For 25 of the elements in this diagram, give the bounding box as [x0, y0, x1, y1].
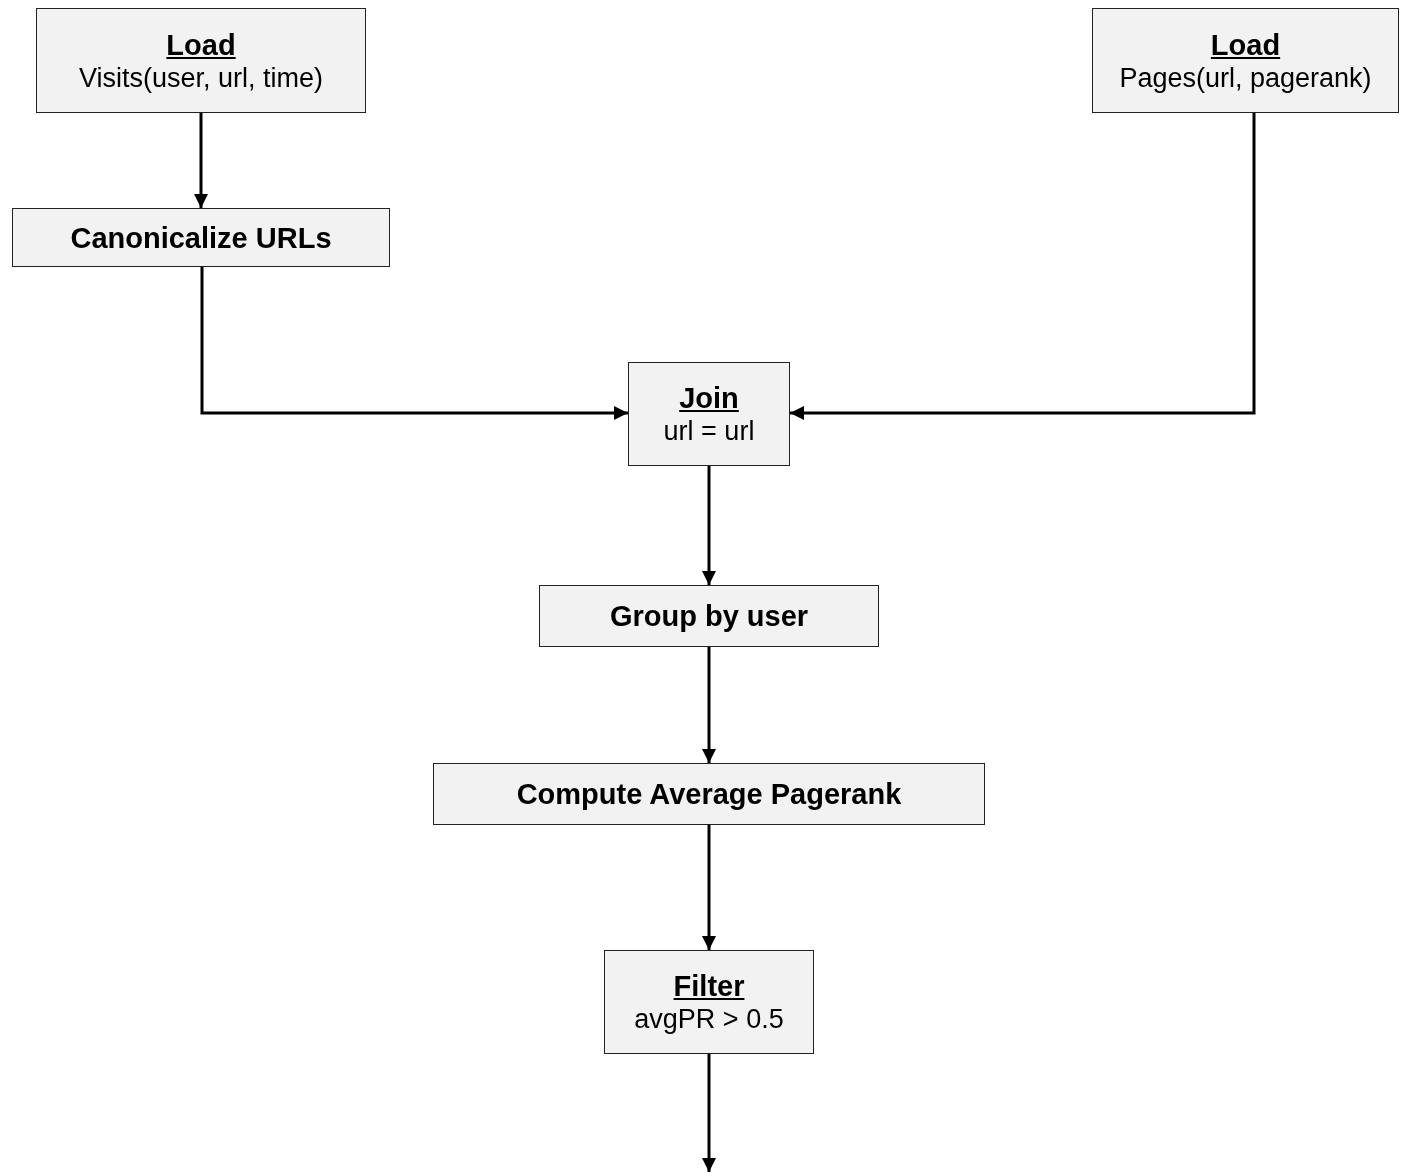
process-box [604, 950, 814, 1054]
process-box [539, 585, 879, 647]
step-heading: Load [1210, 27, 1281, 62]
step-detail: Pages(url, pagerank) [1119, 61, 1372, 94]
arrow [790, 113, 1256, 420]
step-detail: Visits(user, url, time) [78, 61, 324, 94]
arrow [200, 267, 628, 420]
step-label: Canonicalize URLs [70, 220, 332, 255]
arrow [702, 825, 716, 950]
step-heading: Join [679, 381, 739, 415]
step-label: Compute Average Pagerank [516, 777, 902, 811]
step-heading: Filter [673, 969, 745, 1003]
step-heading: Load [166, 27, 236, 62]
arrow [702, 466, 716, 585]
step-label: Group by user [609, 599, 809, 633]
step-detail: url = url [663, 415, 755, 447]
process-box [1092, 8, 1399, 113]
arrow [194, 113, 208, 208]
arrow [702, 1054, 716, 1172]
process-box [36, 8, 366, 113]
step-detail: avgPR > 0.5 [634, 1003, 784, 1035]
process-box [12, 208, 390, 267]
arrow [702, 647, 716, 763]
process-box [433, 763, 985, 825]
process-box [628, 362, 790, 466]
